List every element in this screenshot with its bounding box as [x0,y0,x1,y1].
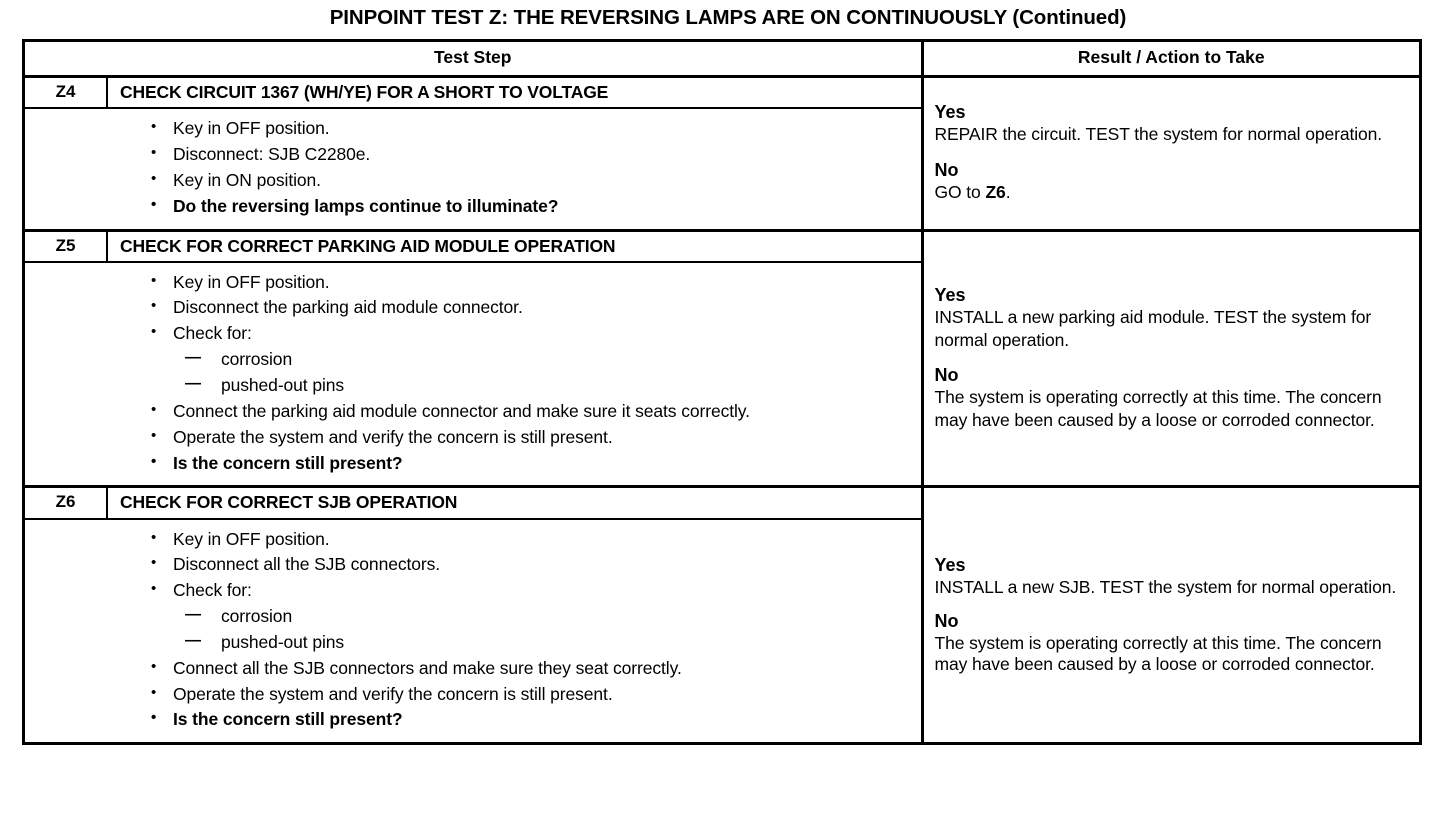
column-header-test-step: Test Step [25,42,922,78]
list-item: Disconnect all the SJB connectors. [25,551,921,577]
list-item: Disconnect: SJB C2280e. [25,141,921,167]
table-row-z4: Z4 CHECK CIRCUIT 1367 (WH/YE) FOR A SHOR… [25,76,1419,232]
step-list-z4: Key in OFF position. Disconnect: SJB C22… [25,115,921,219]
result-block-yes-z5: Yes INSTALL a new parking aid module. TE… [935,284,1412,351]
result-block-no-z5: No The system is operating correctly at … [935,364,1412,431]
list-item: corrosion [25,604,921,629]
list-item: Key in OFF position. [25,115,921,141]
result-cell-z6: Yes INSTALL a new SJB. TEST the system f… [920,486,1419,743]
section-head-z6: Z6 CHECK FOR CORRECT SJB OPERATION [25,488,921,520]
goto-target-link[interactable]: Z6 [985,182,1006,203]
table-header-row: Test Step Result / Action to Take [25,42,1419,78]
list-item: Check for: [25,320,921,346]
list-item: Connect the parking aid module connector… [25,398,921,424]
list-item: Key in OFF position. [25,269,921,295]
step-cell-z6: Z6 CHECK FOR CORRECT SJB OPERATION Key i… [25,486,922,743]
result-label-yes: Yes [934,101,966,122]
result-label-no: No [934,611,959,632]
result-text-no: The system is operating correctly at thi… [934,632,1382,674]
list-item: Do the reversing lamps continue to illum… [25,193,921,219]
result-text-yes: INSTALL a new parking aid module. TEST t… [934,307,1372,350]
result-cell-z4: Yes REPAIR the circuit. TEST the system … [920,76,1419,232]
result-label-yes: Yes [934,284,966,305]
list-item: Operate the system and verify the concer… [25,681,921,707]
list-item: Key in ON position. [25,167,921,193]
list-item: Is the concern still present? [25,706,921,732]
list-item: Disconnect the parking aid module connec… [25,294,921,320]
step-id-z4: Z4 [25,78,108,108]
list-item: Check for: [25,577,921,603]
column-header-result-action: Result / Action to Take [920,42,1419,78]
table-row-z5: Z5 CHECK FOR CORRECT PARKING AID MODULE … [25,230,1419,489]
step-cell-z4: Z4 CHECK CIRCUIT 1367 (WH/YE) FOR A SHOR… [25,76,922,232]
result-block-no-z4: No GO to Z6. [935,159,1412,204]
result-text-yes: INSTALL a new SJB. TEST the system for n… [934,576,1397,597]
step-title-z5: CHECK FOR CORRECT PARKING AID MODULE OPE… [120,235,616,256]
step-title-z6: CHECK FOR CORRECT SJB OPERATION [120,492,458,513]
section-body-z4: Key in OFF position. Disconnect: SJB C22… [25,109,921,228]
section-body-z6: Key in OFF position. Disconnect all the … [25,520,921,743]
result-block-yes-z6: Yes INSTALL a new SJB. TEST the system f… [935,554,1412,597]
step-list-z6: Key in OFF position. Disconnect all the … [25,526,921,733]
goto-prefix: GO to [934,182,986,203]
list-item: corrosion [25,347,921,372]
result-text-yes: REPAIR the circuit. TEST the system for … [934,124,1383,145]
table-row-z6: Z6 CHECK FOR CORRECT SJB OPERATION Key i… [25,486,1419,743]
step-list-z5: Key in OFF position. Disconnect the park… [25,269,921,476]
list-item: pushed-out pins [25,630,921,655]
result-label-yes: Yes [934,555,966,576]
section-head-z4: Z4 CHECK CIRCUIT 1367 (WH/YE) FOR A SHOR… [25,78,921,110]
page-title: PINPOINT TEST Z: THE REVERSING LAMPS ARE… [329,6,1127,29]
result-label-no: No [934,364,959,385]
result-cell-z5: Yes INSTALL a new parking aid module. TE… [920,230,1419,489]
step-id-z5: Z5 [25,231,108,261]
list-item: Key in OFF position. [25,526,921,552]
section-head-z5: Z5 CHECK FOR CORRECT PARKING AID MODULE … [25,231,921,263]
section-body-z5: Key in OFF position. Disconnect the park… [25,263,921,486]
result-text-no: GO to Z6. [935,181,1412,203]
result-block-no-z6: No The system is operating correctly at … [935,610,1412,674]
list-item: pushed-out pins [25,373,921,398]
result-text-no: The system is operating correctly at thi… [934,387,1382,430]
step-cell-z5: Z5 CHECK FOR CORRECT PARKING AID MODULE … [25,230,922,489]
pinpoint-test-table: Test Step Result / Action to Take Z4 CHE… [22,39,1422,746]
step-id-z6: Z6 [25,488,108,518]
list-item: Is the concern still present? [25,450,921,476]
result-label-no: No [934,159,959,180]
list-item: Operate the system and verify the concer… [25,424,921,450]
step-title-z4: CHECK CIRCUIT 1367 (WH/YE) FOR A SHORT T… [120,82,609,102]
goto-suffix: . [1005,182,1011,203]
list-item: Connect all the SJB connectors and make … [25,655,921,681]
result-block-yes-z4: Yes REPAIR the circuit. TEST the system … [935,101,1412,146]
